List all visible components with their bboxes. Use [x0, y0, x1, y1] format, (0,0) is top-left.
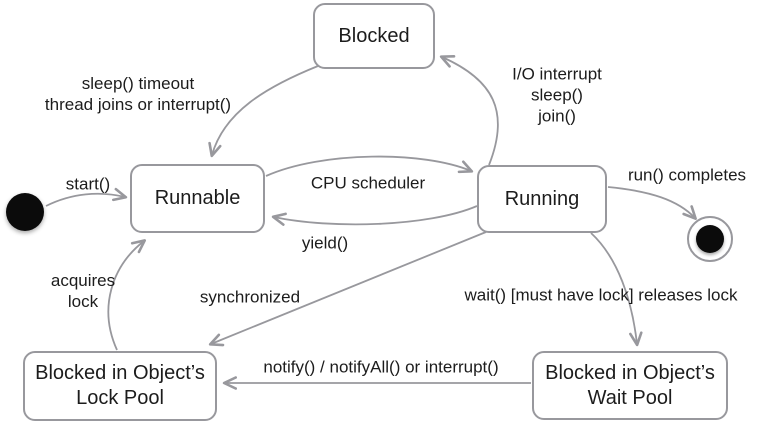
edge-running-to-wait-pool: [590, 232, 643, 347]
edge-blocked-to-runnable: [208, 65, 319, 158]
state-blocked: Blocked: [313, 3, 435, 69]
label-start: start(): [65, 174, 111, 194]
edge-lock-pool-to-runnable: [107, 239, 147, 351]
label-wait-releases-lock: wait() [must have lock] releases lock: [464, 285, 738, 305]
state-blocked-in-wait-pool: Blocked in Object’s Wait Pool: [532, 351, 728, 420]
state-blocked-in-lock-pool: Blocked in Object’s Lock Pool: [23, 351, 217, 421]
label-sleep-timeout: sleep() timeout thread joins or interrup…: [44, 74, 232, 114]
edge-runnable-to-running: [265, 155, 474, 177]
final-state-icon: [687, 216, 733, 262]
final-state-dot: [696, 225, 724, 253]
label-run-completes: run() completes: [627, 165, 747, 185]
initial-state-icon: [6, 193, 44, 231]
edge-running-to-blocked: [439, 54, 499, 166]
state-runnable: Runnable: [130, 164, 265, 233]
state-running: Running: [477, 165, 607, 233]
label-synchronized: synchronized: [199, 287, 301, 307]
label-acquires-lock: acquires lock: [50, 271, 116, 311]
edge-start-to-runnable: [45, 187, 128, 207]
edge-running-to-runnable: [271, 205, 478, 226]
label-yield: yield(): [301, 233, 349, 253]
label-io-interrupt: I/O interrupt sleep() join(): [512, 64, 602, 126]
label-cpu-scheduler: CPU scheduler: [310, 173, 426, 193]
edge-running-to-lock-pool: [208, 231, 487, 347]
label-notify: notify() / notifyAll() or interrupt(): [263, 357, 499, 377]
edge-running-to-final: [607, 186, 697, 220]
